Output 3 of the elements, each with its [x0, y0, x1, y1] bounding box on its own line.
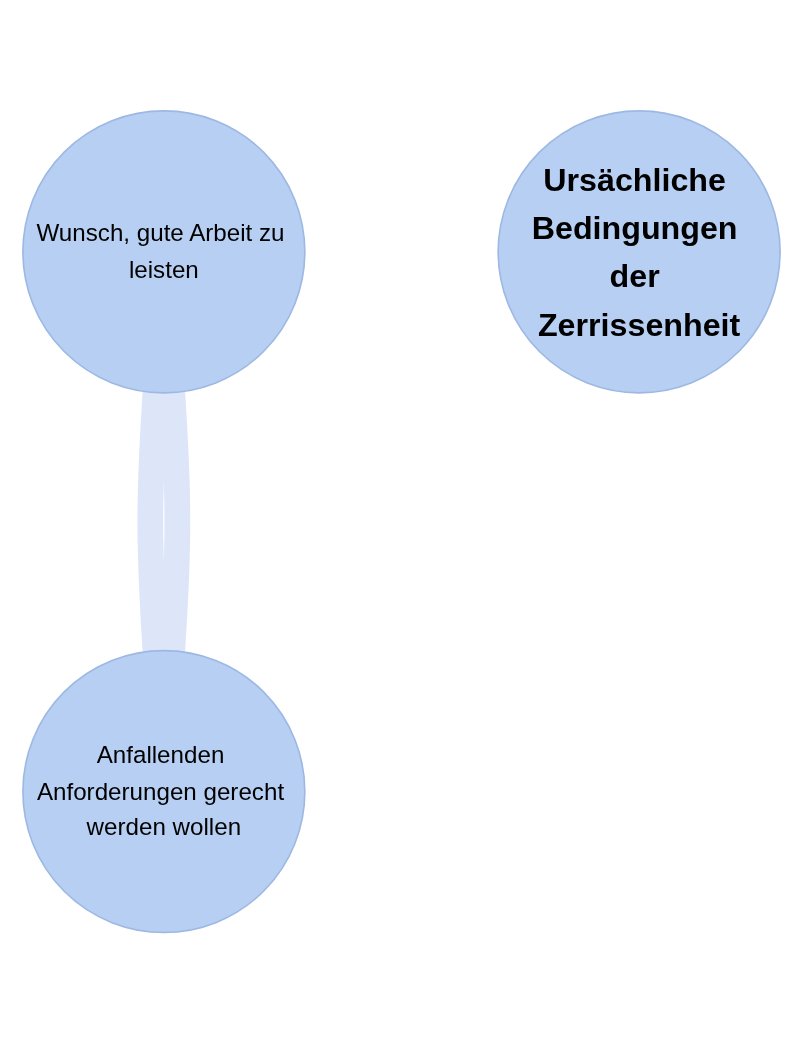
node-circle: Ursächliche Bedingungen der Zerrissenheit — [497, 110, 781, 394]
node-circle: Wunsch, gute Arbeit zu leisten — [22, 110, 306, 394]
node-circle: Anfallenden Anforderungen gerecht werden wollen — [22, 650, 306, 934]
